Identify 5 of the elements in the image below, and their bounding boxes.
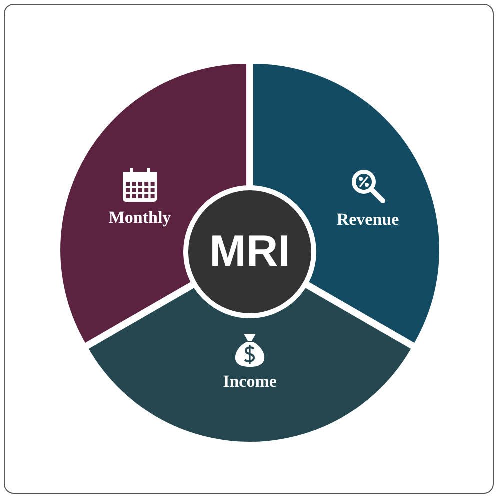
segment-label: Revenue [336,210,400,230]
center-circle [183,185,317,319]
segment-label: Monthly [108,208,172,228]
center-title: MRI [208,226,292,278]
segment-label: Income [223,372,277,392]
